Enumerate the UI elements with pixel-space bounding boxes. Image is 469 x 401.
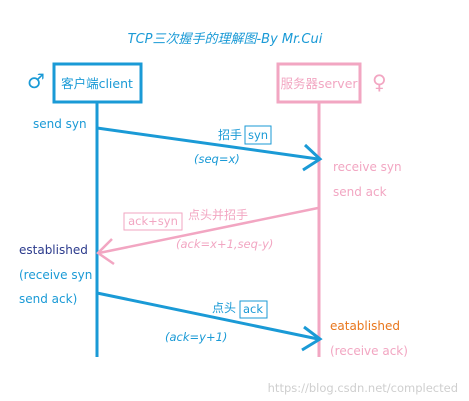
server-receive-syn: receive syn [333,160,402,174]
server-label: 服务器server [280,76,358,91]
syn-box [244,125,272,145]
ack-syn-arrow-line [98,206,319,255]
watermark: https://blog.csdn.net/complected [268,381,458,395]
server-send-ack: send ack [333,185,387,199]
ack-arrow-line [96,291,319,341]
ack-message-label: 点头 [212,301,236,315]
ack-syn-message-label: 点头并招手 [188,208,248,222]
ack-arrow-head [301,325,323,352]
syn-detail: (seq=x) [194,152,240,166]
syn-arrow-head [302,143,323,172]
syn-message-label: 招手 [218,128,242,142]
client-send-syn: send syn [33,117,87,131]
client-send-ack: send ack) [19,292,77,306]
ack-syn-box-text: ack+syn [128,214,178,228]
syn-arrow-line [96,126,319,161]
male-symbol-icon: ♂ [27,69,45,93]
female-symbol-icon: ♀ [372,70,387,94]
ack-syn-arrow-head [96,238,115,266]
ack-box-text: ack [243,302,263,316]
ack-detail: (ack=y+1) [165,330,227,344]
server-established: eatablished [330,319,400,333]
client-established: established [19,243,88,257]
ack-syn-detail: (ack=x+1,seq-y) [176,237,273,251]
server-receive-ack: (receive ack) [330,344,408,358]
syn-box-text: syn [248,128,268,142]
server-box [276,62,362,104]
client-label: 客户端client [61,76,133,91]
diagram-title: TCP三次握手的理解图-By Mr.Cui [128,32,323,47]
ack-syn-box [123,212,183,231]
ack-box [239,300,268,319]
client-receive-syn: (receive syn [19,268,92,282]
